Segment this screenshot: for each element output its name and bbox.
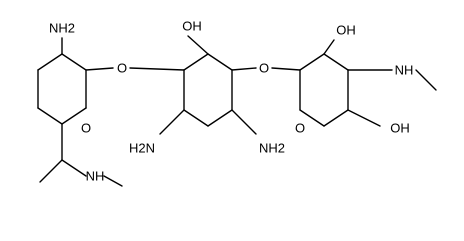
- ring-oxygen-left-label: O: [81, 121, 91, 136]
- hydroxyl-center-top-label: OH: [182, 19, 202, 34]
- nh-methylamine-right-label: NH: [395, 63, 414, 78]
- ring-oxygen-right-label: O: [295, 121, 305, 136]
- hydroxyl-right-top-label: OH: [336, 23, 356, 38]
- atom-labels: NH2 O NH O OH H2N NH2 O OH NH O OH: [49, 19, 413, 184]
- glycosidic-oxygen-right-label: O: [259, 61, 269, 76]
- amino-center-left-label: H2N: [129, 141, 155, 156]
- amino-top-left-label: NH2: [49, 21, 75, 36]
- nh-methylamine-left-label: NH: [86, 169, 105, 184]
- bonds: [37, 35, 437, 187]
- hydroxyl-right-bottom-label: OH: [390, 121, 410, 136]
- glycosidic-oxygen-left-label: O: [117, 61, 127, 76]
- amino-center-right-label: NH2: [259, 141, 285, 156]
